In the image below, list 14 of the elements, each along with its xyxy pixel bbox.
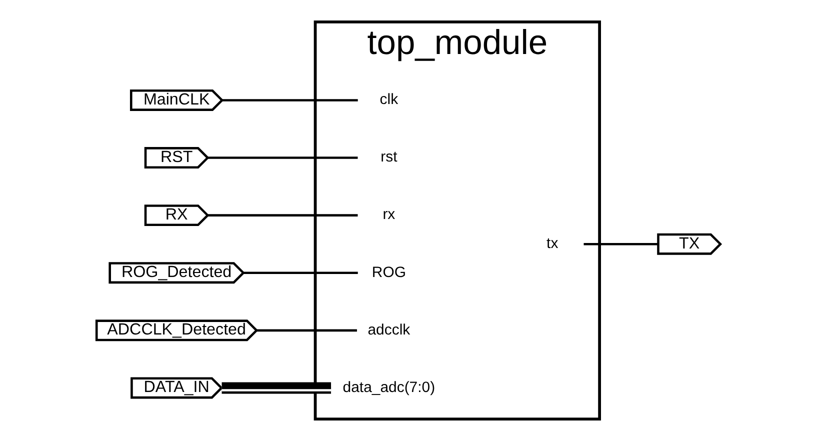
node-text: adcclk — [368, 321, 410, 338]
node-text: rx — [382, 206, 396, 224]
connector — [222, 382, 332, 394]
node-text: clk — [380, 91, 398, 108]
connector — [222, 99, 358, 102]
connector — [208, 156, 358, 159]
connector — [584, 242, 658, 246]
node-text: rst — [380, 148, 398, 166]
connector — [208, 214, 358, 216]
node-text: ROG — [372, 264, 406, 281]
node-text: tx — [546, 235, 558, 252]
connector — [244, 272, 358, 274]
connector — [256, 329, 357, 332]
node-text: data_adc(7:0) — [342, 378, 436, 396]
